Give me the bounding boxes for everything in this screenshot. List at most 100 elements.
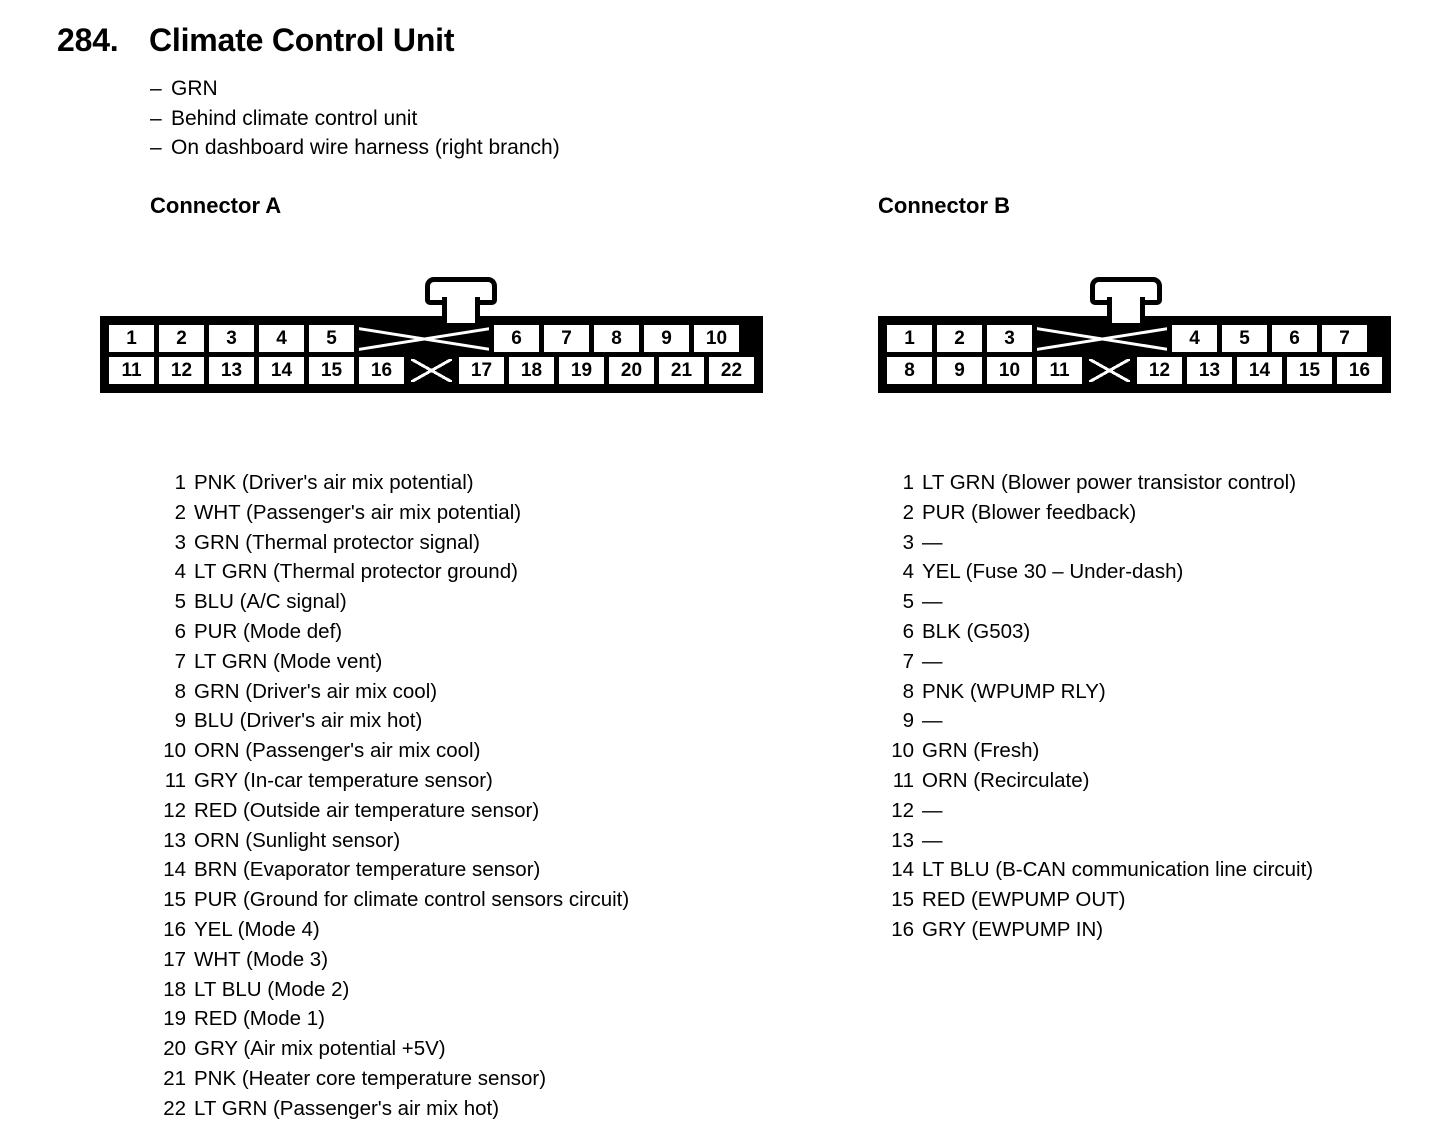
pin-number: 13: [163, 828, 186, 852]
pin-number: 3: [174, 530, 186, 554]
connector-b-pin-cavity-11: 11: [1037, 357, 1082, 384]
pin-number: 14: [891, 858, 914, 882]
connector-b-pin-cavity-1: 1: [887, 325, 932, 352]
pin-number: 7: [902, 649, 914, 673]
pin-list-item: 12—: [888, 796, 1313, 826]
pin-description: WHT (Passenger's air mix potential): [194, 500, 522, 524]
connector-a-pin-cavity-11: 11: [109, 357, 154, 384]
pin-number: 4: [174, 560, 186, 584]
pin-number: 16: [891, 917, 914, 941]
description-line: –On dashboard wire harness (right branch…: [150, 133, 560, 163]
pin-number: 17: [163, 947, 186, 971]
pin-description: PUR (Mode def): [194, 619, 343, 643]
connector-b-pin-cavity-4: 4: [1172, 325, 1217, 352]
pin-description: PUR (Ground for climate control sensors …: [194, 888, 630, 912]
pin-description: LT BLU (B-CAN communication line circuit…: [922, 858, 1314, 882]
connector-b-pin-cavity-3: 3: [987, 325, 1032, 352]
page-title: 284.Climate Control Unit: [57, 22, 455, 59]
pin-description: GRN (Fresh): [922, 739, 1040, 763]
pin-number: 10: [891, 739, 914, 763]
description-text: GRN: [171, 77, 218, 100]
pin-number: 7: [174, 649, 186, 673]
pin-description: GRY (Air mix potential +5V): [194, 1037, 446, 1061]
pin-number: 8: [174, 679, 186, 703]
connector-a-pin-cavity-20: 20: [609, 357, 654, 384]
pin-number: 4: [902, 560, 914, 584]
pin-description: GRN (Thermal protector signal): [194, 530, 480, 554]
connector-a-pin-cavity-12: 12: [159, 357, 204, 384]
connector-a-heading: Connector A: [150, 193, 282, 218]
pin-description: PNK (Driver's air mix potential): [194, 471, 474, 494]
connector-a-pin-cavity-5: 5: [309, 325, 354, 352]
connector-a-pin-cavity-21: 21: [659, 357, 704, 384]
pin-number: 18: [163, 977, 186, 1001]
pin-description: BRN (Evaporator temperature sensor): [194, 858, 541, 882]
pin-description: —: [922, 590, 943, 614]
pin-description: LT GRN (Blower power transistor control): [922, 471, 1297, 494]
connector-a-pin-cavity-14: 14: [259, 357, 304, 384]
pin-number: 6: [902, 619, 914, 643]
connector-a-pin-cavity-6: 6: [494, 325, 539, 352]
pin-number: 12: [891, 798, 914, 822]
pin-list-item: 15 PUR (Ground for climate control sensor…: [160, 885, 629, 915]
pin-number: 9: [174, 709, 186, 733]
pin-description: BLK (G503): [922, 619, 1031, 643]
connector-b-blank-cavity-x-icon: [1087, 357, 1132, 384]
pin-description: PNK (WPUMP RLY): [922, 679, 1106, 703]
connector-b-pin-cavity-9: 9: [937, 357, 982, 384]
pin-list-item: 10 GRN (Fresh): [888, 736, 1313, 766]
connector-b-pin-cavity-16: 16: [1337, 357, 1382, 384]
connector-b-pin-cavity-12: 12: [1137, 357, 1182, 384]
connector-b-pin-cavity-10: 10: [987, 357, 1032, 384]
pin-number: 21: [163, 1066, 186, 1090]
connector-a-pin-cavity-7: 7: [544, 325, 589, 352]
connector-b-pin-cavity-8: 8: [887, 357, 932, 384]
pin-number: 9: [902, 709, 914, 733]
pin-list-item: 5—: [888, 587, 1313, 617]
connector-b-pin-cavity-5: 5: [1222, 325, 1267, 352]
pin-list-item: 3 GRN (Thermal protector signal): [160, 528, 629, 558]
connector-a-pin-cavity-22: 22: [709, 357, 754, 384]
pin-number: 22: [163, 1096, 186, 1120]
pin-number: 8: [902, 679, 914, 703]
pin-description: —: [922, 828, 943, 852]
pin-number: 16: [163, 917, 186, 941]
pin-description: ORN (Recirculate): [922, 768, 1090, 792]
dash-bullet-icon: –: [150, 106, 162, 130]
pin-description: PUR (Blower feedback): [922, 500, 1137, 524]
pin-description: ORN (Passenger's air mix cool): [194, 739, 481, 763]
connector-a-pin-cavity-2: 2: [159, 325, 204, 352]
pin-description: BLU (Driver's air mix hot): [194, 709, 423, 733]
connector-a-pin-cavity-16: 16: [359, 357, 404, 384]
description-text: On dashboard wire harness (right branch): [171, 136, 560, 159]
connector-a-pin-cavity-13: 13: [209, 357, 254, 384]
dash-bullet-icon: –: [150, 77, 162, 100]
pin-description: BLU (A/C signal): [194, 590, 347, 614]
connector-b-blank-cavity-x-icon: [1037, 325, 1167, 352]
pin-number: 3: [902, 530, 914, 554]
pin-description: LT GRN (Thermal protector ground): [194, 560, 518, 584]
pin-description: —: [922, 709, 943, 733]
connector-a-latch-tab-icon: [425, 277, 497, 323]
pin-number: 15: [163, 888, 186, 912]
pin-list-item: 9—: [888, 706, 1313, 736]
connector-a-pin-cavity-3: 3: [209, 325, 254, 352]
connector-a-pin-cavity-17: 17: [459, 357, 504, 384]
